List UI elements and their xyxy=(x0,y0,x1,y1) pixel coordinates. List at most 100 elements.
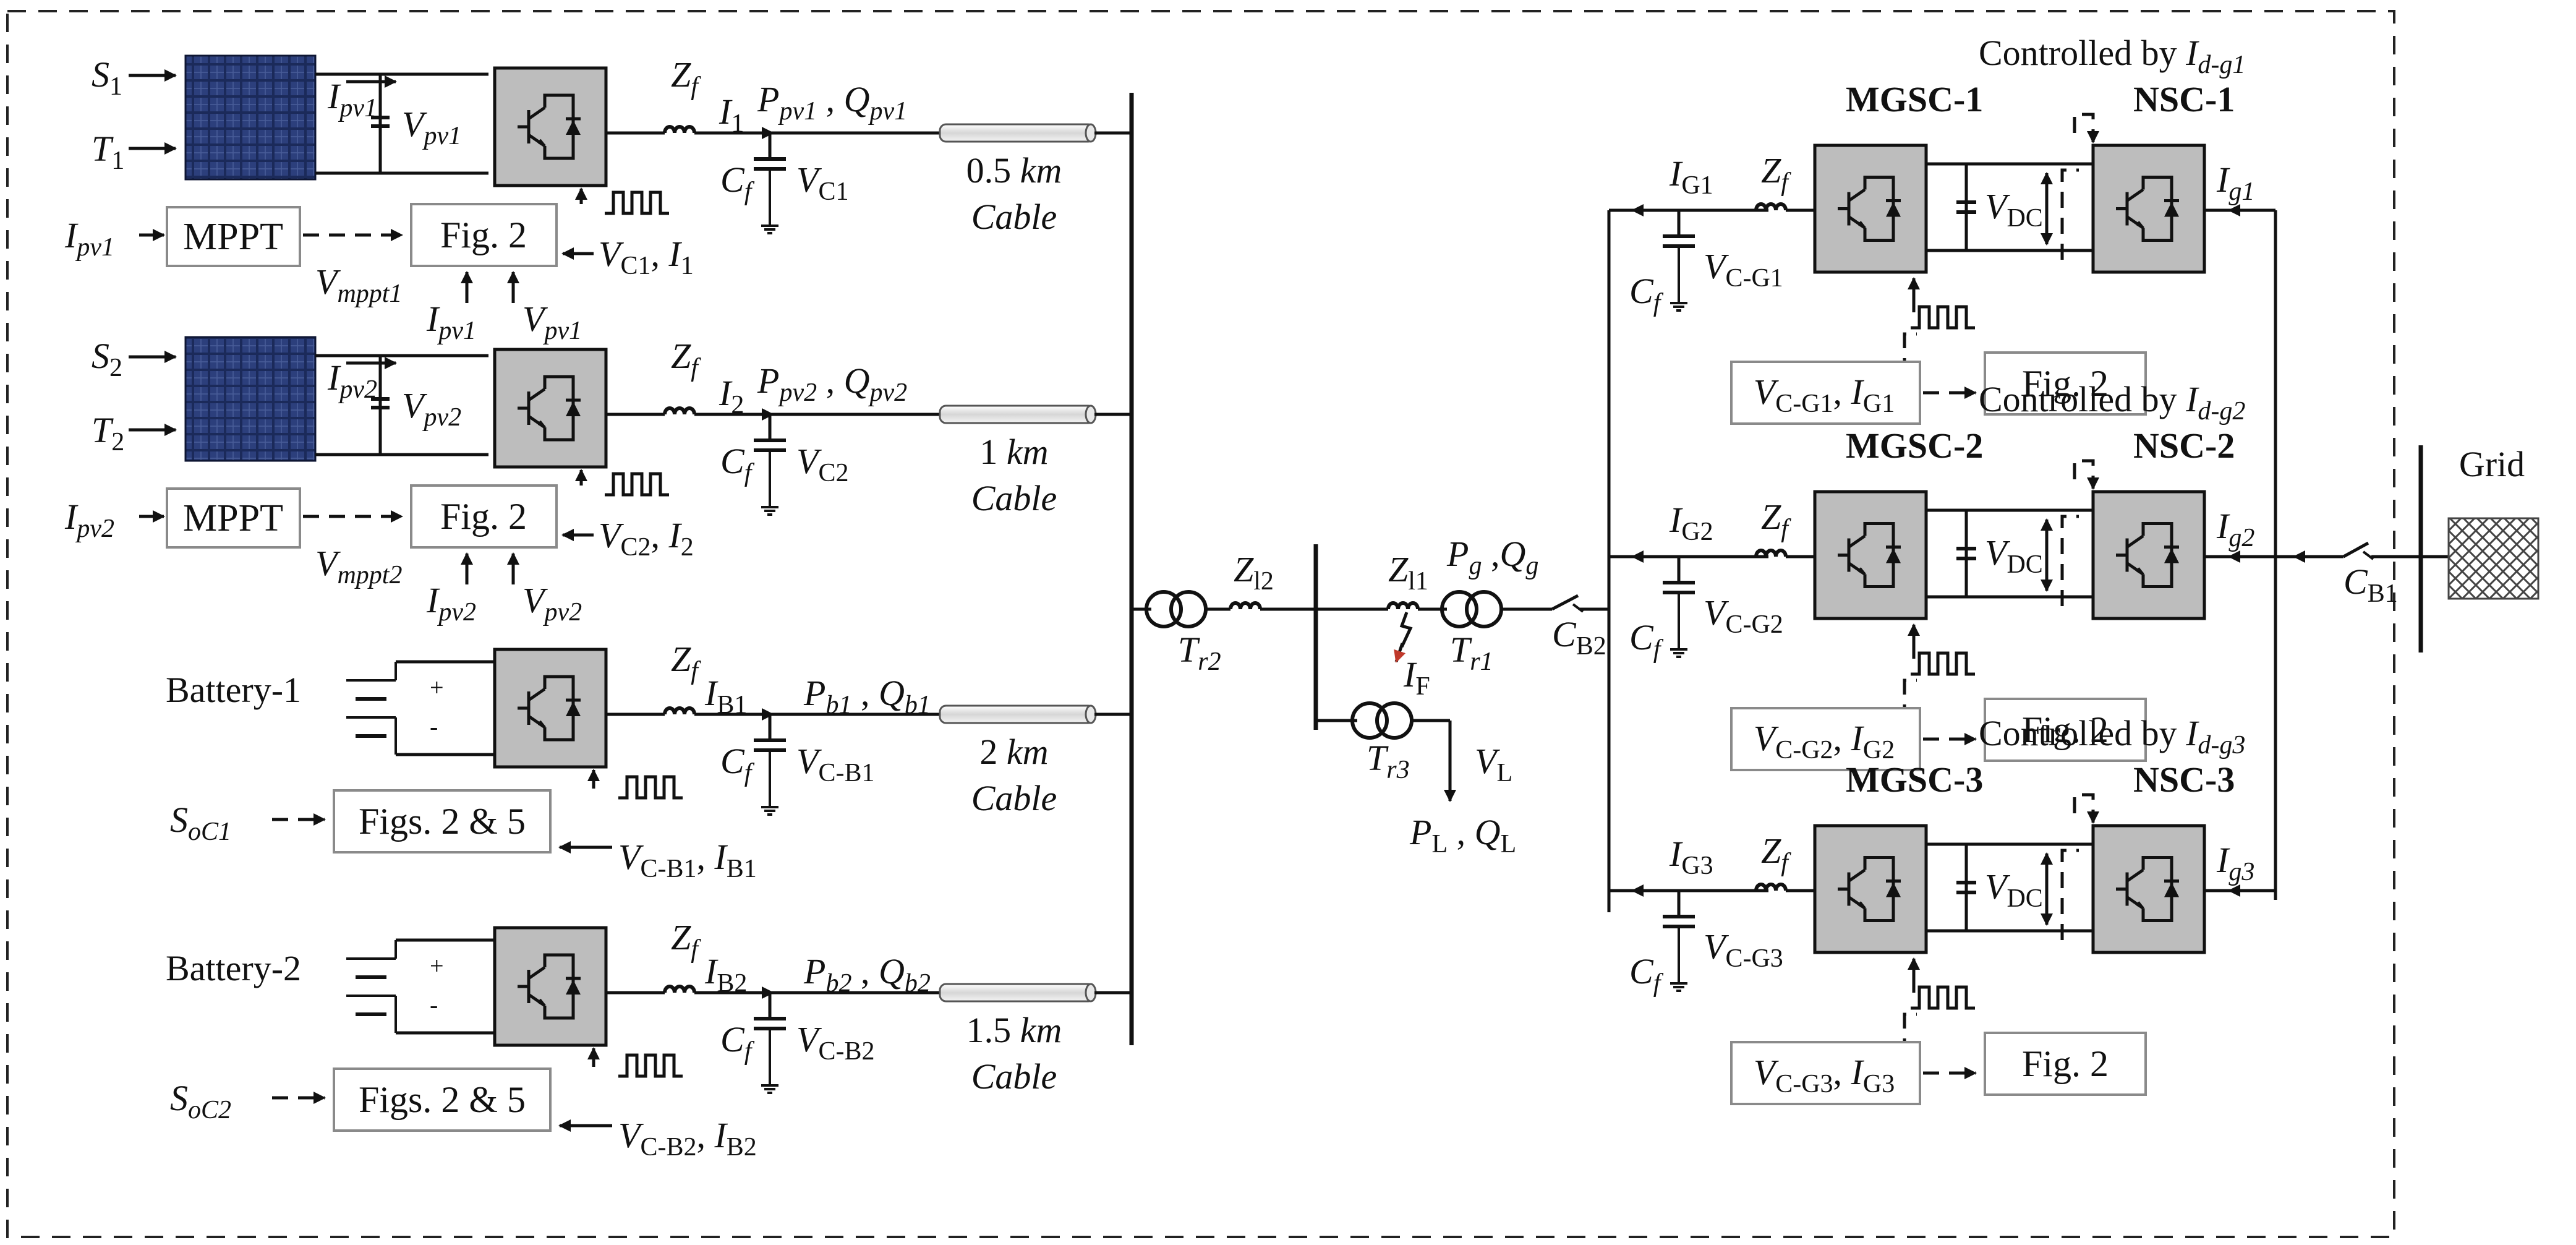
filter-inductor xyxy=(663,985,696,993)
irradiance-label: S1​ xyxy=(92,54,122,101)
controlled-by-label: Controlled by Id-g1​ xyxy=(1979,33,2245,79)
label-variable: V xyxy=(599,515,625,555)
vdc-label: VDC​ xyxy=(1985,533,2043,579)
label-subscript: C-B2 xyxy=(640,1133,696,1162)
cb1-label: CB1​ xyxy=(2344,562,2398,608)
label-subscript: L xyxy=(1431,830,1448,858)
tr3-symbol xyxy=(1375,701,1414,740)
ig-left-label: IG3​ xyxy=(1669,834,1713,880)
label-variable: P xyxy=(1409,812,1431,852)
label-text: 5 xyxy=(507,801,526,842)
label-subscript: G3 xyxy=(1863,1070,1895,1098)
label-subscript: C2 xyxy=(818,459,848,487)
cf-label: Cf​ xyxy=(720,741,755,787)
label-variable: I xyxy=(64,215,79,255)
feedback-label: VC-B1​, IB1​ xyxy=(618,837,757,883)
label-variable: Z xyxy=(671,336,691,376)
zf-label: Zf​ xyxy=(671,336,701,382)
label-variable: T xyxy=(92,410,114,450)
cb2-symbol xyxy=(1551,594,1579,611)
mgsc-box xyxy=(1813,490,1928,620)
label-variable: I xyxy=(1851,718,1865,758)
label-subscript: B2 xyxy=(1576,632,1606,661)
label-text xyxy=(498,801,507,842)
label-variable: Q xyxy=(879,951,905,991)
label-text: by xyxy=(2141,33,2177,73)
label-text xyxy=(660,515,669,555)
label-text: , xyxy=(826,361,835,401)
cable-length-label: 0.5 km xyxy=(966,150,1062,190)
label-subscript: g xyxy=(1469,552,1482,580)
control-box-label: Fig. 2 xyxy=(440,215,527,255)
inverter-box xyxy=(493,648,608,769)
label-subscript: C-G2 xyxy=(1775,736,1833,764)
label-subscript: pv2 xyxy=(868,379,907,407)
label-subscript: B1 xyxy=(2368,580,2398,608)
label-variable: V xyxy=(1754,1052,1780,1092)
label-subscript: d-g1 xyxy=(2198,51,2245,79)
control-box xyxy=(410,203,558,267)
label-subscript: f xyxy=(744,759,755,787)
label-variable: I xyxy=(668,234,682,274)
label-variable: I xyxy=(2216,840,2230,880)
label-variable: Z xyxy=(1761,150,1781,190)
label-variable: I xyxy=(327,76,341,116)
mgsc-box xyxy=(1813,143,1928,274)
label-variable: I xyxy=(2216,160,2230,200)
label-variable: P xyxy=(757,79,779,119)
label-text: , xyxy=(1833,718,1843,758)
label-text: , xyxy=(826,79,835,119)
control-box xyxy=(1984,351,2147,416)
label-subscript: DC xyxy=(2007,884,2042,913)
label-text xyxy=(2177,379,2186,419)
control-box-label: Figs. 2 & 5 xyxy=(359,1079,526,1120)
label-subscript: G3 xyxy=(1681,852,1713,880)
label-variable: I xyxy=(1403,654,1417,695)
label-subscript: G1 xyxy=(1681,171,1713,200)
label-variable: P xyxy=(757,361,779,401)
ipv-label: Ipv2​ xyxy=(327,357,377,404)
label-subscript: pv1 xyxy=(422,122,461,150)
inverter-box xyxy=(493,66,608,187)
control-box-label: Fig. 2 xyxy=(2022,1043,2109,1084)
label-variable: V xyxy=(1704,246,1729,286)
label-subscript: f xyxy=(1653,289,1664,317)
vc-label: VC2​ xyxy=(796,441,848,487)
label-subscript: C-G1 xyxy=(1775,390,1833,418)
nsc-label: NSC-2 xyxy=(2133,426,2235,466)
cf-label: Cf​ xyxy=(1629,617,1664,664)
vdc-feedback-dashed xyxy=(2060,849,2079,940)
ig-right-label: Ig3​ xyxy=(2216,840,2254,886)
label-subscript: 1 xyxy=(681,252,694,280)
pwm-pulse-icon xyxy=(1911,651,1975,676)
fault-arrow xyxy=(1394,643,1406,663)
label-text xyxy=(2177,33,2186,73)
label-variable: V xyxy=(618,837,644,877)
tr2-symbol xyxy=(1145,590,1183,628)
filter-inductor xyxy=(1754,202,1788,211)
label-variable: S xyxy=(92,54,109,95)
power-label: Ppv2​ , Qpv2​ xyxy=(757,361,907,407)
battery-name-label: Battery-2 xyxy=(166,948,301,988)
soc-label: SoC1​ xyxy=(170,800,231,846)
pv-panel-icon xyxy=(184,54,317,181)
label-variable: I xyxy=(327,357,341,398)
label-variable: I xyxy=(2185,379,2199,419)
label-variable: V xyxy=(1985,186,2011,226)
label-subscript: 2 xyxy=(681,533,694,562)
label-text: km xyxy=(1007,432,1049,472)
label-subscript: C-B2 xyxy=(818,1037,874,1066)
tr1-symbol xyxy=(1465,590,1503,628)
pwm-pulse-icon xyxy=(618,1053,683,1078)
label-subscript: b2 xyxy=(825,969,851,998)
label-text xyxy=(869,951,879,991)
current-label: IB2​ xyxy=(704,951,747,998)
label-variable: T xyxy=(1367,738,1389,778)
label-text: Cable xyxy=(971,778,1057,818)
label-variable: I xyxy=(1851,372,1865,412)
label-text: Cable xyxy=(971,478,1057,518)
label-text: 1.5 xyxy=(966,1010,1012,1050)
zf-label: Zf​ xyxy=(1761,150,1791,197)
label-subscript: pv2 xyxy=(422,403,461,432)
